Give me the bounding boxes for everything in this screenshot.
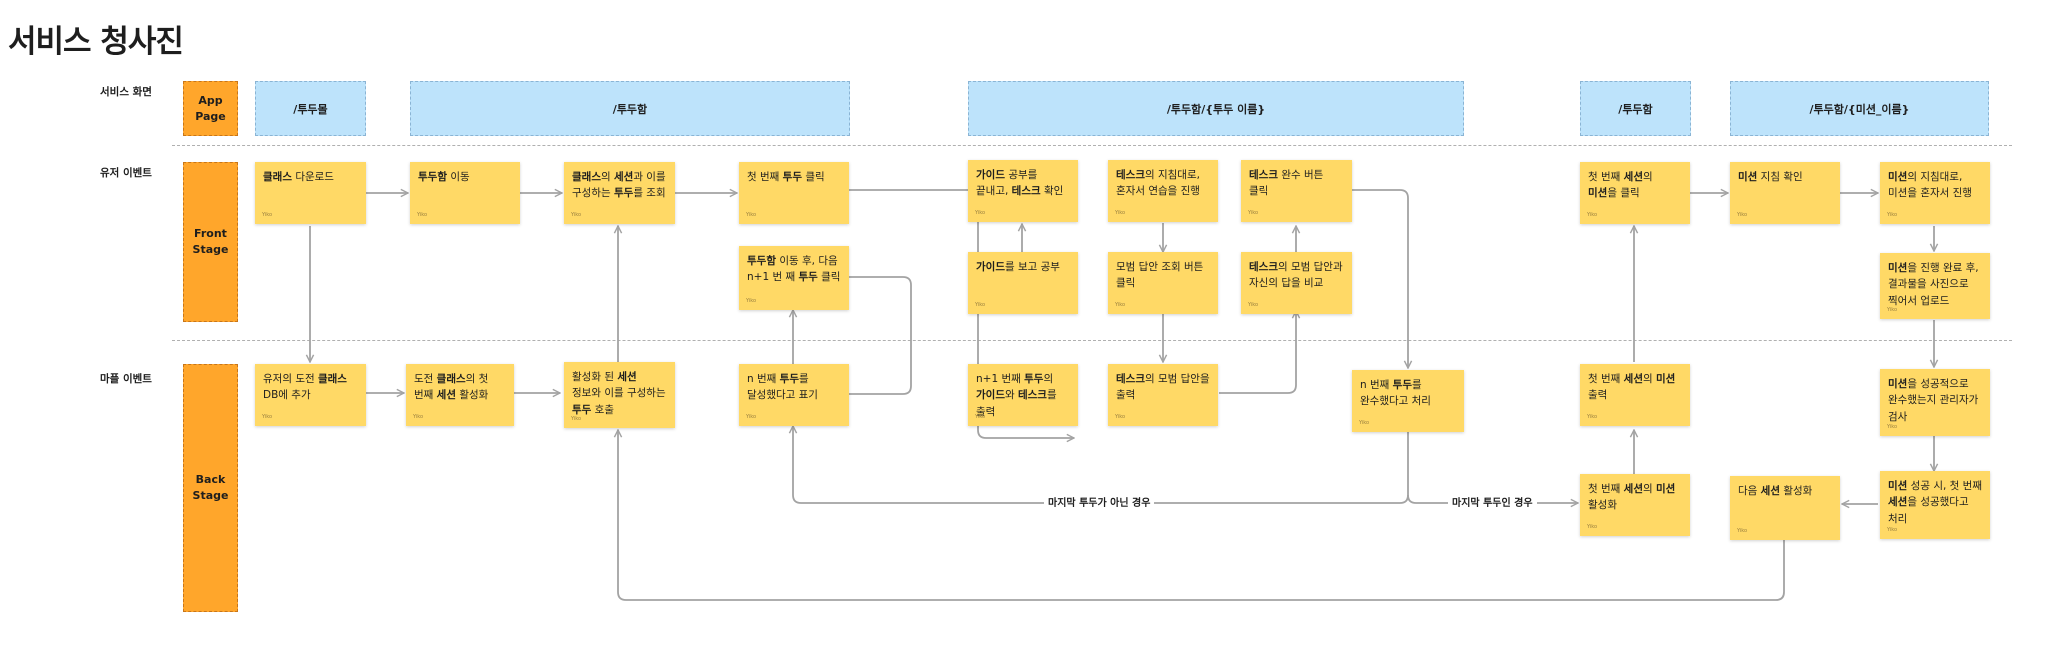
note-activate-next-session: 다음 세션 활성화 Yiko bbox=[1730, 476, 1840, 540]
lane-back-stage: Back Stage bbox=[183, 364, 238, 612]
note-author-tag: Yiko bbox=[746, 414, 757, 421]
note-author-tag: Yiko bbox=[1248, 210, 1259, 217]
page-todo-box: /투두함 bbox=[410, 81, 850, 136]
note-text: 클래스 다운로드 bbox=[263, 171, 334, 183]
note-text: n 번째 투두를 달성했다고 표기 bbox=[747, 373, 818, 402]
note-author-tag: Yiko bbox=[975, 302, 986, 309]
note-compare-answers: 테스크의 모범 답안과 자신의 답을 비교 Yiko bbox=[1241, 252, 1352, 314]
note-todo-completed: n 번째 투두를 완수했다고 처리 Yiko bbox=[1352, 370, 1464, 432]
note-text: 미션의 지침대로, 미션을 혼자서 진행 bbox=[1888, 171, 1972, 200]
note-text: 도전 클래스의 첫 번째 세션 활성화 bbox=[414, 373, 489, 402]
note-text: 첫 번째 세션의 미션 출력 bbox=[1588, 373, 1676, 402]
note-author-tag: Yiko bbox=[975, 210, 986, 217]
divider-screen bbox=[172, 145, 2012, 146]
row-label-mapl-event: 마플 이벤트 bbox=[100, 373, 152, 385]
note-click-task-complete: 테스크 완수 버튼 클릭 Yiko bbox=[1241, 160, 1352, 222]
note-output-first-mission: 첫 번째 세션의 미션 출력 Yiko bbox=[1580, 364, 1690, 426]
note-text: 가이드를 보고 공부 bbox=[976, 261, 1060, 273]
row-label-service-screen: 서비스 화면 bbox=[100, 86, 152, 98]
note-author-tag: Yiko bbox=[1115, 302, 1126, 309]
page-todo-detail: /투두함/{투두 이름} bbox=[968, 81, 1464, 136]
note-class-download: 클래스 다운로드 Yiko bbox=[255, 162, 366, 224]
lane-app-page: App Page bbox=[183, 81, 238, 136]
divider-line-of-visibility bbox=[172, 340, 2012, 341]
note-author-tag: Yiko bbox=[1115, 414, 1126, 421]
note-author-tag: Yiko bbox=[417, 212, 428, 219]
note-author-tag: Yiko bbox=[1887, 424, 1898, 431]
page-todo-mall: /투두몰 bbox=[255, 81, 366, 136]
note-text: 투두함 이동 bbox=[418, 171, 470, 183]
note-check-mission-guide: 미션 지침 확인 Yiko bbox=[1730, 162, 1840, 224]
note-activate-first-mission: 첫 번째 세션의 미션 활성화 Yiko bbox=[1580, 474, 1690, 536]
note-text: 유저의 도전 클래스 DB에 추가 bbox=[263, 373, 347, 402]
note-add-class-to-db: 유저의 도전 클래스 DB에 추가 Yiko bbox=[255, 364, 366, 426]
page-title: 서비스 청사진 bbox=[8, 24, 184, 60]
row-label-user-event: 유저 이벤트 bbox=[100, 167, 152, 179]
note-text: 투두함 이동 후, 다음 n+1 번 째 투두 클릭 bbox=[747, 255, 841, 284]
note-click-first-todo: 첫 번째 투두 클릭 Yiko bbox=[739, 162, 849, 224]
note-author-tag: Yiko bbox=[1587, 524, 1598, 531]
page-mission-detail: /투두함/{미션_이름} bbox=[1730, 81, 1989, 136]
note-text: 첫 번째 세션의 미션을 클릭 bbox=[1588, 171, 1653, 200]
note-text: 미션을 진행 완료 후, 결과물을 사진으로 찍어서 업로드 bbox=[1888, 262, 1979, 307]
note-author-tag: Yiko bbox=[262, 414, 273, 421]
page-todo-box-2: /투두함 bbox=[1580, 81, 1691, 136]
note-author-tag: Yiko bbox=[1587, 414, 1598, 421]
note-practice-task: 테스크의 지침대로, 혼자서 연습을 진행 Yiko bbox=[1108, 160, 1218, 222]
note-go-to-todo-box: 투두함 이동 Yiko bbox=[410, 162, 520, 224]
note-text: 테스크 완수 버튼 클릭 bbox=[1249, 169, 1324, 198]
note-click-model-answer-button: 모범 답안 조회 버튼 클릭 Yiko bbox=[1108, 252, 1218, 314]
note-text: n+1 번째 투두의 가이드와 테스크를 출력 bbox=[976, 373, 1057, 418]
note-click-next-todo: 투두함 이동 후, 다음 n+1 번 째 투두 클릭 Yiko bbox=[739, 246, 849, 310]
note-text: 모범 답안 조회 버튼 클릭 bbox=[1116, 261, 1204, 290]
note-text: 가이드 공부를 끝내고, 테스크 확인 bbox=[976, 169, 1064, 198]
note-text: 미션 성공 시, 첫 번째 세션을 성공했다고 처리 bbox=[1888, 480, 1982, 525]
note-author-tag: Yiko bbox=[1887, 307, 1898, 314]
note-author-tag: Yiko bbox=[571, 212, 582, 219]
note-mission-success-session: 미션 성공 시, 첫 번째 세션을 성공했다고 처리 Yiko bbox=[1880, 471, 1990, 539]
note-author-tag: Yiko bbox=[1887, 212, 1898, 219]
note-author-tag: Yiko bbox=[262, 212, 273, 219]
note-author-tag: Yiko bbox=[1737, 528, 1748, 535]
note-author-tag: Yiko bbox=[1359, 420, 1370, 427]
note-text: 테스크의 모범 답안과 자신의 답을 비교 bbox=[1249, 261, 1343, 290]
note-author-tag: Yiko bbox=[413, 414, 424, 421]
note-author-tag: Yiko bbox=[746, 298, 757, 305]
note-text: 테스크의 모범 답안을 출력 bbox=[1116, 373, 1210, 402]
note-author-tag: Yiko bbox=[746, 212, 757, 219]
note-text: 첫 번째 세션의 미션 활성화 bbox=[1588, 483, 1676, 512]
note-author-tag: Yiko bbox=[1115, 210, 1126, 217]
note-author-tag: Yiko bbox=[1248, 302, 1259, 309]
note-author-tag: Yiko bbox=[975, 414, 986, 421]
note-text: 미션 지침 확인 bbox=[1738, 171, 1803, 183]
condition-label-not-last-todo: 마지막 투두가 아닌 경우 bbox=[1044, 497, 1155, 511]
note-output-model-answer: 테스크의 모범 답안을 출력 Yiko bbox=[1108, 364, 1218, 426]
note-author-tag: Yiko bbox=[571, 416, 582, 423]
note-study-guide: 가이드를 보고 공부 Yiko bbox=[968, 252, 1078, 314]
note-activate-first-session: 도전 클래스의 첫 번째 세션 활성화 Yiko bbox=[406, 364, 514, 426]
note-click-first-session-mission: 첫 번째 세션의 미션을 클릭 Yiko bbox=[1580, 162, 1690, 224]
condition-label-last-todo: 마지막 투두인 경우 bbox=[1448, 497, 1537, 511]
lane-front-stage: Front Stage bbox=[183, 162, 238, 322]
note-text: 클래스의 세션과 이를 구성하는 투두를 조회 bbox=[572, 171, 666, 200]
note-text: n 번째 투두를 완수했다고 처리 bbox=[1360, 379, 1431, 408]
note-author-tag: Yiko bbox=[1587, 212, 1598, 219]
note-author-tag: Yiko bbox=[1887, 527, 1898, 534]
note-do-mission-alone: 미션의 지침대로, 미션을 혼자서 진행 Yiko bbox=[1880, 162, 1990, 224]
note-text: 미션을 성공적으로 완수했는지 관리자가 검사 bbox=[1888, 378, 1979, 423]
note-text: 첫 번째 투두 클릭 bbox=[747, 171, 825, 183]
note-text: 다음 세션 활성화 bbox=[1738, 485, 1813, 497]
note-text: 활성화 된 세션 정보와 이를 구성하는 투두 호출 bbox=[572, 371, 666, 416]
note-view-sessions-todos: 클래스의 세션과 이를 구성하는 투두를 조회 Yiko bbox=[564, 162, 675, 224]
note-mark-todo-achieved: n 번째 투두를 달성했다고 표기 Yiko bbox=[739, 364, 849, 426]
note-finish-guide-check-task: 가이드 공부를 끝내고, 테스크 확인 Yiko bbox=[968, 160, 1078, 222]
note-author-tag: Yiko bbox=[1737, 212, 1748, 219]
note-text: 테스크의 지침대로, 혼자서 연습을 진행 bbox=[1116, 169, 1200, 198]
